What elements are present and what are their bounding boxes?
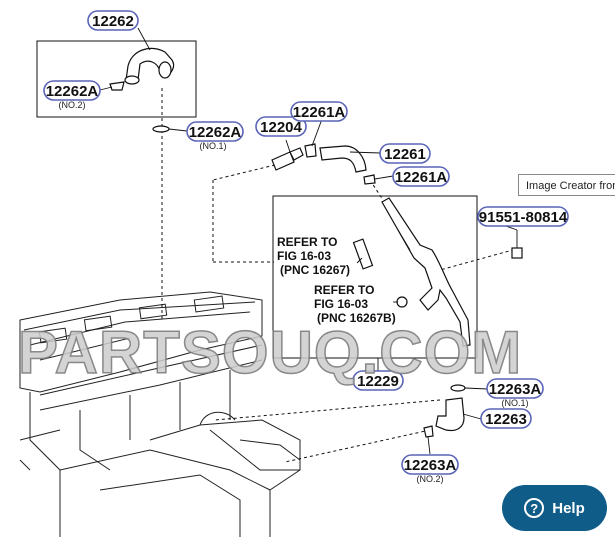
svg-text:12262A: 12262A [189, 124, 242, 141]
dashed-routing-lines [161, 88, 521, 463]
leader-lines [99, 27, 518, 455]
svg-text:12261A: 12261A [293, 104, 346, 121]
part-label-12262[interactable]: 12262 [87, 10, 139, 31]
reference-note-16267b: REFER TO FIG 16-03 (PNC 16267B) [314, 283, 396, 325]
svg-text:(PNC 16267B): (PNC 16267B) [317, 311, 396, 325]
group-box-12262 [36, 40, 197, 118]
svg-text:12262: 12262 [92, 13, 134, 30]
svg-text:91551-80814: 91551-80814 [479, 209, 568, 226]
svg-text:12261: 12261 [384, 146, 426, 163]
hose-12263 [435, 397, 465, 432]
sub-label-12262a-no1: (NO.1) [200, 141, 227, 151]
question-icon: ? [524, 498, 545, 518]
svg-text:FIG 16-03: FIG 16-03 [277, 249, 331, 263]
svg-text:REFER TO: REFER TO [277, 235, 337, 249]
svg-text:12261A: 12261A [395, 169, 448, 186]
svg-text:12263A: 12263A [489, 381, 542, 398]
clip-12261a-top [304, 143, 317, 158]
part-label-12261[interactable]: 12261 [379, 143, 431, 164]
svg-text:12263A: 12263A [404, 457, 457, 474]
svg-text:12262A: 12262A [46, 83, 99, 100]
part-label-91551-80814[interactable]: 91551-80814 [477, 206, 569, 227]
sub-label-12263a-no2: (NO.2) [417, 474, 444, 484]
part-label-12261a-bottom[interactable]: 12261A [392, 166, 450, 187]
clip-12263a-no1 [450, 384, 466, 392]
svg-text:REFER TO: REFER TO [314, 283, 374, 297]
part-label-12229[interactable]: 12229 [352, 370, 404, 391]
ref-part-16267 [352, 238, 374, 270]
sub-label-12263a-no1: (NO.1) [502, 398, 529, 408]
engine-illustration [19, 291, 301, 537]
part-label-12263a-no2[interactable]: 12263A [401, 454, 459, 475]
hose-12262 [124, 47, 175, 85]
clip-12262a-no1 [152, 125, 170, 133]
part-label-12262a-no1[interactable]: 12262A [186, 121, 244, 142]
help-button[interactable]: ? Help [502, 485, 607, 531]
reference-note-16267: REFER TO FIG 16-03 (PNC 16267) [277, 235, 350, 277]
ref-part-16267b [396, 296, 408, 308]
svg-text:12204: 12204 [260, 119, 302, 136]
clip-12262a-no2 [109, 81, 125, 91]
part-label-12262a-no2[interactable]: 12262A [43, 80, 101, 101]
svg-text:FIG 16-03: FIG 16-03 [314, 297, 368, 311]
pipe-12229 [381, 197, 471, 347]
clip-12261a-bottom [363, 174, 376, 185]
svg-text:(PNC 16267): (PNC 16267) [280, 263, 350, 277]
sub-label-12262a-no2: (NO.2) [59, 100, 86, 110]
image-creator-tooltip: Image Creator from [518, 174, 615, 196]
part-label-12263[interactable]: 12263 [480, 408, 532, 429]
hose-12261 [319, 145, 367, 173]
part-label-12261a-top[interactable]: 12261A [290, 101, 348, 122]
part-label-12263a-no1[interactable]: 12263A [486, 378, 544, 399]
help-button-label: Help [552, 499, 585, 517]
pcv-valve-12204 [271, 139, 304, 171]
svg-text:12229: 12229 [357, 373, 399, 390]
group-box-12229 [272, 195, 478, 359]
clip-12263a-no2 [423, 425, 434, 438]
svg-text:12263: 12263 [485, 411, 527, 428]
part-label-12204[interactable]: 12204 [255, 116, 307, 137]
bolt-91551 [511, 230, 523, 259]
